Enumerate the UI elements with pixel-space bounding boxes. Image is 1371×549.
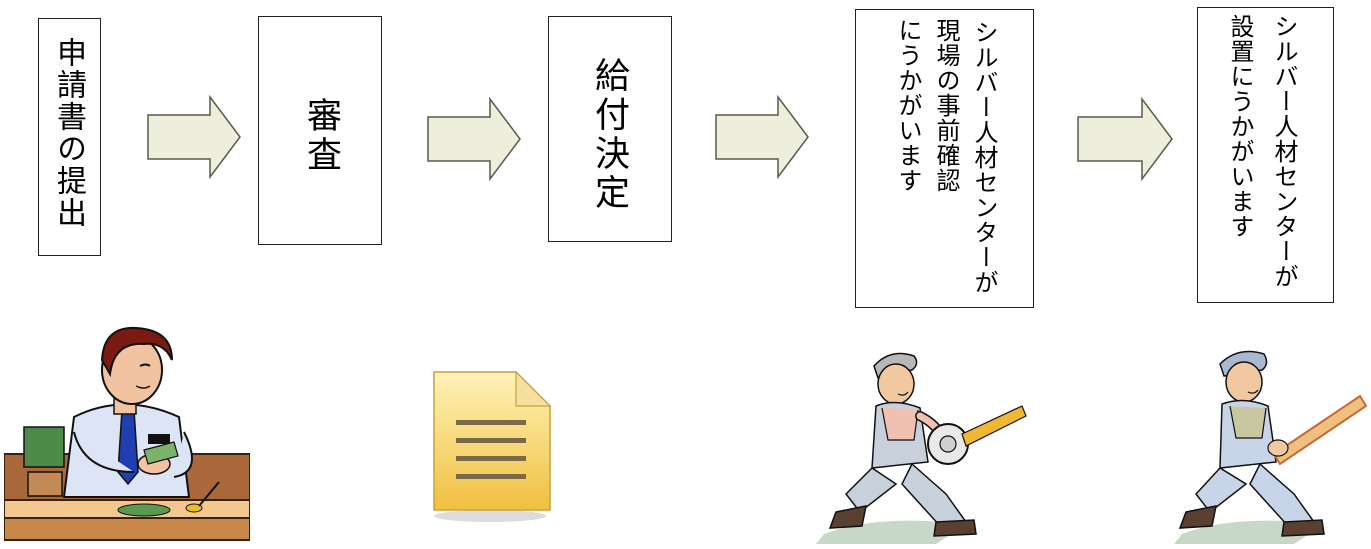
step-box-site-check: シルバー人材センターが 現場の事前確認 にうかがいます bbox=[855, 9, 1034, 308]
step-label-decision: 給付決定 bbox=[589, 57, 629, 213]
step-line: 現場の事前確認 bbox=[932, 18, 960, 193]
step-line: シルバー人材センターが bbox=[970, 20, 998, 295]
step-line: 設置にうかがいます bbox=[1226, 14, 1254, 239]
clerk-counting-money-illustration bbox=[4, 326, 250, 541]
arrow-right-icon bbox=[1077, 97, 1173, 181]
step-label-application: 申請書の提出 bbox=[51, 37, 86, 229]
worker-with-tape-measure-illustration bbox=[816, 352, 1027, 544]
arrow-right-icon bbox=[427, 97, 521, 181]
step-box-decision: 給付決定 bbox=[548, 16, 672, 242]
step-box-application: 申請書の提出 bbox=[38, 18, 101, 256]
document-icon bbox=[433, 370, 552, 522]
arrow-right-icon bbox=[147, 95, 241, 179]
step-label-review: 審査 bbox=[301, 97, 341, 175]
step-box-installation: シルバー人材センターが 設置にうかがいます bbox=[1197, 7, 1334, 303]
step-line: シルバー人材センターが bbox=[1270, 14, 1298, 289]
arrow-right-icon bbox=[715, 95, 809, 179]
step-line: にうかがいます bbox=[894, 18, 922, 193]
worker-with-board-illustration bbox=[1174, 350, 1368, 544]
step-box-review: 審査 bbox=[258, 16, 382, 245]
